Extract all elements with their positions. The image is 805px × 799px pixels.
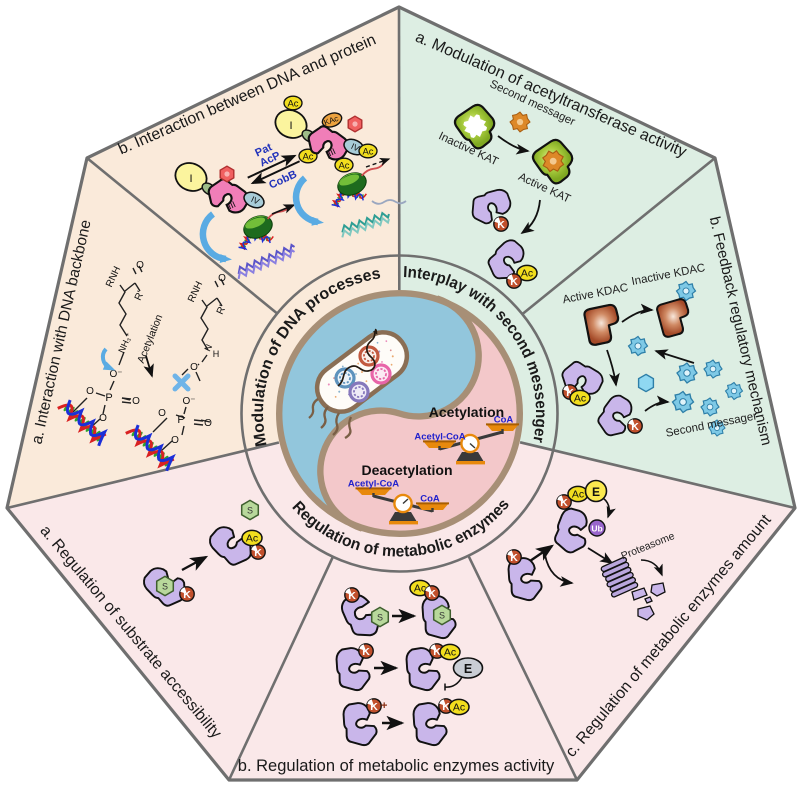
svg-text:Acetyl-CoA: Acetyl-CoA bbox=[414, 432, 465, 443]
svg-text:b. Regulation of metabolic enz: b. Regulation of metabolic enzymes activ… bbox=[238, 757, 555, 775]
svg-text:Deacetylation: Deacetylation bbox=[361, 462, 452, 478]
svg-text:Acetylation: Acetylation bbox=[429, 404, 504, 420]
svg-text:O: O bbox=[171, 435, 179, 446]
svg-text:IV: IV bbox=[350, 141, 362, 154]
svg-text:E: E bbox=[592, 485, 600, 499]
svg-text:O: O bbox=[204, 418, 212, 429]
svg-text:O: O bbox=[132, 396, 140, 407]
svg-text:I: I bbox=[289, 120, 292, 132]
svg-text:O: O bbox=[136, 260, 144, 271]
svg-text:E: E bbox=[464, 662, 472, 676]
svg-text:Acetyl-CoA: Acetyl-CoA bbox=[348, 479, 399, 490]
svg-text:O⁻: O⁻ bbox=[182, 396, 195, 407]
svg-text:P: P bbox=[105, 392, 112, 404]
svg-text:O: O bbox=[190, 362, 198, 373]
svg-text:O⁻: O⁻ bbox=[109, 369, 122, 380]
svg-text:O: O bbox=[218, 273, 226, 284]
svg-text:O: O bbox=[99, 413, 107, 424]
svg-text:O: O bbox=[86, 386, 94, 397]
svg-text:O: O bbox=[158, 408, 166, 419]
svg-text:CoA: CoA bbox=[420, 494, 440, 505]
svg-text:R': R' bbox=[215, 303, 229, 316]
svg-text:IV: IV bbox=[250, 194, 262, 207]
svg-text:III: III bbox=[326, 146, 337, 158]
svg-text:P: P bbox=[177, 414, 184, 426]
svg-text:Ub: Ub bbox=[591, 524, 602, 534]
svg-text:+: + bbox=[381, 700, 387, 712]
svg-text:R': R' bbox=[133, 289, 147, 302]
svg-text:I: I bbox=[189, 173, 192, 185]
svg-text:CoA: CoA bbox=[494, 415, 514, 426]
svg-text:H: H bbox=[213, 349, 220, 359]
svg-text:N: N bbox=[202, 343, 214, 353]
svg-text:III: III bbox=[226, 199, 237, 211]
